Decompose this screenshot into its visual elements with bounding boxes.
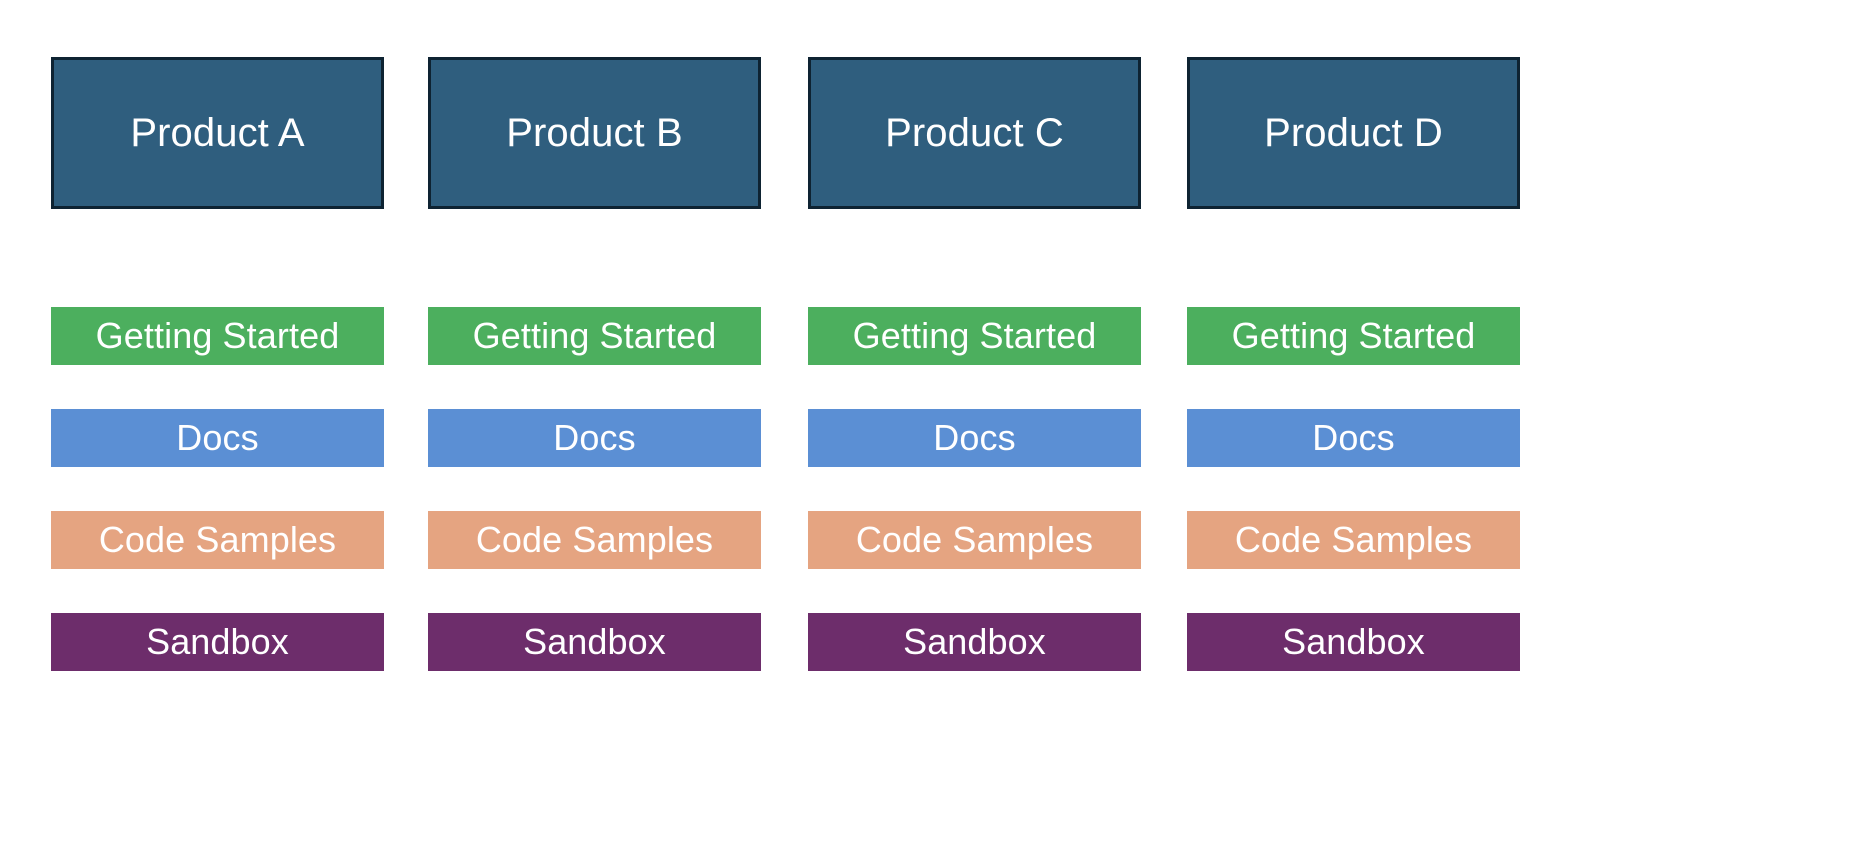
resource-label-sandbox-d: Sandbox [1282,621,1425,663]
product-header-label-b: Product B [506,111,683,155]
resource-cell-docs-d[interactable]: Docs [1187,409,1520,467]
product-header-box-b[interactable]: Product B [428,57,761,209]
resource-label-getting-started-d: Getting Started [1231,315,1476,357]
resource-cell-getting-started-a[interactable]: Getting Started [51,307,384,365]
product-header-box-d[interactable]: Product D [1187,57,1520,209]
resource-label-docs-d: Docs [1312,417,1395,459]
resource-cell-getting-started-c[interactable]: Getting Started [808,307,1141,365]
resource-cell-code-samples-a[interactable]: Code Samples [51,511,384,569]
resource-label-getting-started-c: Getting Started [852,315,1097,357]
resource-cell-docs-a[interactable]: Docs [51,409,384,467]
resource-cell-sandbox-a[interactable]: Sandbox [51,613,384,671]
resource-label-docs-b: Docs [553,417,636,459]
resource-cell-docs-b[interactable]: Docs [428,409,761,467]
resource-label-code-samples-d: Code Samples [1234,519,1473,561]
resource-cell-getting-started-b[interactable]: Getting Started [428,307,761,365]
resource-cell-sandbox-d[interactable]: Sandbox [1187,613,1520,671]
resource-cell-code-samples-d[interactable]: Code Samples [1187,511,1520,569]
product-header-label-a: Product A [130,111,305,155]
product-header-label-c: Product C [885,111,1064,155]
resource-cell-code-samples-c[interactable]: Code Samples [808,511,1141,569]
product-header-box-c[interactable]: Product C [808,57,1141,209]
resource-label-getting-started-a: Getting Started [95,315,340,357]
resource-label-code-samples-b: Code Samples [475,519,714,561]
product-header-label-d: Product D [1264,111,1443,155]
resource-cell-sandbox-c[interactable]: Sandbox [808,613,1141,671]
resource-label-sandbox-b: Sandbox [523,621,666,663]
resource-label-code-samples-a: Code Samples [98,519,337,561]
resource-cell-getting-started-d[interactable]: Getting Started [1187,307,1520,365]
resource-cell-docs-c[interactable]: Docs [808,409,1141,467]
resource-label-getting-started-b: Getting Started [472,315,717,357]
resource-cell-sandbox-b[interactable]: Sandbox [428,613,761,671]
resource-label-sandbox-c: Sandbox [903,621,1046,663]
resource-label-code-samples-c: Code Samples [855,519,1094,561]
resource-cell-code-samples-b[interactable]: Code Samples [428,511,761,569]
resource-label-sandbox-a: Sandbox [146,621,289,663]
resource-label-docs-a: Docs [176,417,259,459]
product-header-box-a[interactable]: Product A [51,57,384,209]
resource-label-docs-c: Docs [933,417,1016,459]
